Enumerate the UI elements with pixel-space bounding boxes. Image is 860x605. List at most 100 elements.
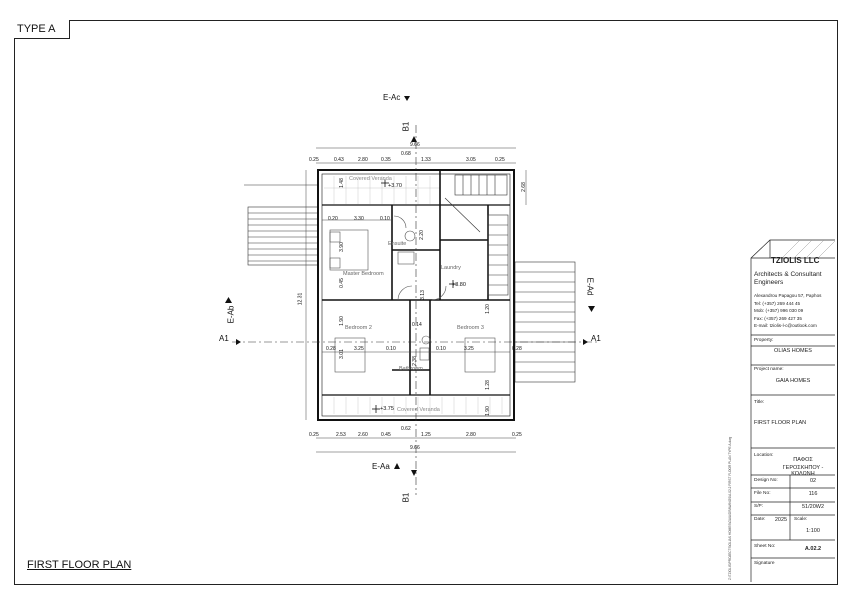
section-lines bbox=[232, 125, 598, 495]
firm-contact: Alexandrou Papagou 57, Paphos Tel: (+357… bbox=[754, 292, 836, 330]
scale-label: Scale: bbox=[794, 517, 808, 522]
room-label-laundry: Laundry bbox=[441, 265, 461, 271]
dim-misc-6: 1.90 bbox=[338, 316, 345, 326]
firm-subtitle: Architects & Consultant Engineers bbox=[754, 271, 822, 286]
dim-bottom-7: 0.25 bbox=[512, 432, 522, 438]
furniture bbox=[329, 215, 496, 373]
dim-top-3: 2.80 bbox=[358, 157, 368, 163]
location-line2: ΓΕΡΟΣΚΗΠΟΥ - ΚΟΛΩΝΗ bbox=[782, 465, 824, 477]
sheet-title: FIRST FLOOR PLAN bbox=[27, 559, 132, 571]
design-value: 02 bbox=[809, 478, 817, 484]
dim-left-total: 12.31 bbox=[297, 292, 304, 306]
room-label-veranda-top: Covered Veranda bbox=[349, 176, 392, 182]
location-line1: ΠΑΦΟΣ bbox=[793, 457, 813, 463]
date-label: Date: bbox=[754, 517, 766, 522]
dim-top-4: 0.35 bbox=[381, 157, 391, 163]
firm-fax: Fax: (+357) 269 427 35 bbox=[754, 315, 802, 321]
firm-mob: Mob: (+357) 996 030 09 bbox=[754, 308, 804, 313]
level-label-top: +3.70 bbox=[388, 183, 402, 189]
room-label-bedroom2: Bedroom 2 bbox=[345, 325, 372, 331]
dim-misc-5: 3.13 bbox=[419, 290, 426, 300]
elevation-markers bbox=[225, 96, 595, 476]
dim-bottom-total: 9.66 bbox=[410, 445, 420, 451]
elevation-label-top: E-Ac bbox=[383, 93, 401, 102]
property-value: OLIAS HOMES bbox=[774, 348, 812, 354]
dim-top-2: 0.43 bbox=[334, 157, 344, 163]
sp-value: 51/20W2 bbox=[801, 504, 824, 510]
location-label: Location: bbox=[754, 453, 774, 458]
title-block-hatch bbox=[781, 239, 836, 259]
dim-top-7: 0.25 bbox=[495, 157, 505, 163]
dim-bottom-5: 1.25 bbox=[421, 432, 431, 438]
elevation-label-bottom: E-Aa bbox=[372, 462, 390, 471]
external-steps-right bbox=[514, 261, 576, 383]
room-label-bathroom: Bathroom bbox=[399, 366, 423, 372]
dim-bed-4: 0.10 bbox=[436, 346, 446, 352]
dim-top-row2: 0.68 bbox=[401, 151, 411, 157]
dim-bed-6: 0.28 bbox=[512, 346, 522, 352]
date-value: 2025 bbox=[774, 517, 788, 523]
firm-name: TZIOLIS LLC bbox=[771, 256, 820, 265]
elevation-label-left: E-Ab bbox=[226, 305, 236, 324]
design-label: Design No: bbox=[754, 478, 778, 483]
section-label-b-top: B1 bbox=[401, 121, 411, 132]
project-value: GAIA HOMES bbox=[775, 378, 811, 384]
dim-master-3: 0.10 bbox=[380, 216, 390, 222]
room-label-bedroom3: Bedroom 3 bbox=[457, 325, 484, 331]
sheet-frame bbox=[14, 20, 838, 585]
sheet-no-label: Sheet No: bbox=[754, 544, 776, 549]
dim-bottom-2: 2.53 bbox=[336, 432, 346, 438]
dim-misc-2: 1.48 bbox=[338, 178, 345, 188]
elevation-label-right: E-Ad bbox=[585, 277, 595, 296]
dim-misc-9: 1.90 bbox=[484, 406, 491, 416]
room-label-master-bedroom: Master Bedroom bbox=[343, 271, 384, 277]
dim-top-5: 1.33 bbox=[421, 157, 431, 163]
title-block-frame bbox=[750, 239, 835, 582]
dim-top-1: 0.25 bbox=[309, 157, 319, 163]
level-markers bbox=[372, 179, 457, 413]
dim-top-6: 3.05 bbox=[466, 157, 476, 163]
property-label: Property: bbox=[754, 338, 774, 343]
project-label: Project name: bbox=[754, 367, 784, 372]
dim-bottom-1: 0.25 bbox=[309, 432, 319, 438]
level-label-bottom: +3.75 bbox=[380, 406, 394, 412]
room-label-veranda-bottom: Covered Veranda bbox=[397, 407, 440, 413]
dim-bed-1: 0.28 bbox=[326, 346, 336, 352]
dim-bottom-4: 0.45 bbox=[381, 432, 391, 438]
sp-label: S/P: bbox=[754, 504, 764, 509]
signature-label: Signature bbox=[754, 561, 775, 566]
file-label: File No: bbox=[754, 491, 771, 496]
firm-tel: Tel: (+357) 269 444 45 bbox=[754, 300, 801, 306]
firm-email: E-mail: tziolis-l-c@outlook.com bbox=[754, 323, 817, 328]
title-block: TZIOLIS LLC Architects & Consultant Engi… bbox=[751, 240, 835, 582]
level-label-mid: +3.80 bbox=[452, 282, 466, 288]
sheet-no-value: A.02.2 bbox=[804, 546, 822, 552]
dim-right-top: 2.68 bbox=[520, 182, 527, 192]
dim-master-1: 0.20 bbox=[328, 216, 338, 222]
veranda-tiles bbox=[324, 176, 503, 414]
dim-misc-8: 1.28 bbox=[484, 380, 491, 390]
type-tab: TYPE A bbox=[14, 20, 70, 39]
title-label: Title: bbox=[754, 400, 765, 405]
room-label-ensuite: Ensuite bbox=[388, 241, 407, 247]
dim-misc-7: 3.01 bbox=[338, 349, 345, 359]
dim-misc-4: 2.20 bbox=[418, 230, 425, 240]
staircase bbox=[444, 174, 509, 296]
dim-bed-5: 3.25 bbox=[464, 346, 474, 352]
firm-address: Alexandrou Papagou 57, Paphos bbox=[754, 293, 822, 298]
dim-misc-11: 0.14 bbox=[412, 322, 422, 328]
dim-bed-2: 3.25 bbox=[354, 346, 364, 352]
external-steps-left bbox=[244, 184, 319, 266]
scale-value: 1:100 bbox=[806, 528, 820, 534]
dim-bottom-3: 2.60 bbox=[358, 432, 368, 438]
dim-bottom-row2: 0.62 bbox=[401, 426, 411, 432]
dimension-lines bbox=[305, 147, 527, 453]
title-value: FIRST FLOOR PLAN bbox=[754, 420, 807, 426]
dim-misc-3: 0.45 bbox=[338, 278, 345, 288]
dim-bottom-6: 2.80 bbox=[466, 432, 476, 438]
file-value: 116 bbox=[808, 491, 818, 497]
dim-misc-1: 3.90 bbox=[338, 242, 345, 252]
section-label-b-bottom: B1 bbox=[401, 492, 411, 503]
file-path-vertical: Z:\TZIOLIS\PROJECTS\OLIAS HOMES\GAIA\DRA… bbox=[728, 436, 732, 580]
